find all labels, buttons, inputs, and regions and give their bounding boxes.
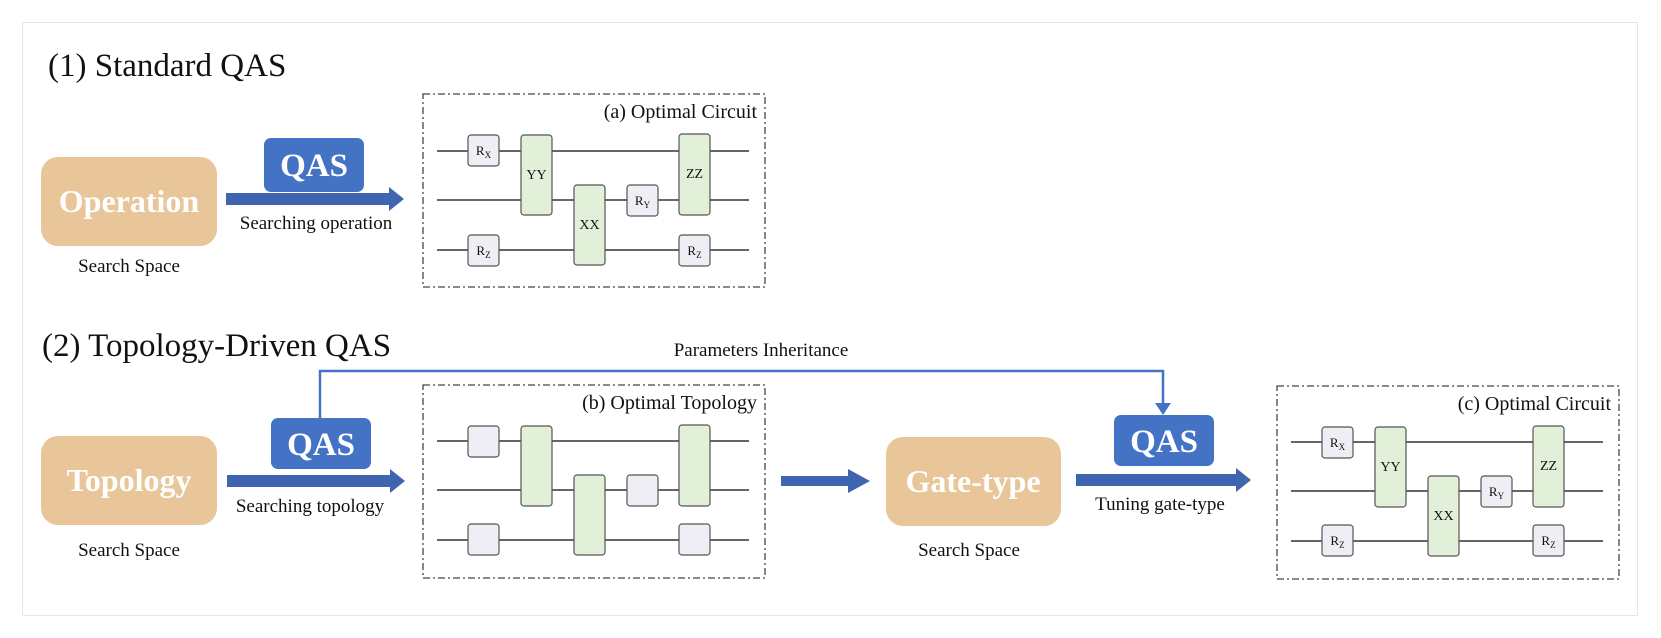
parameters-inheritance: Parameters Inheritance <box>318 340 1171 419</box>
topology-label: Topology <box>66 462 191 498</box>
zz-gate: ZZ <box>1532 425 1565 508</box>
searching-operation-caption: Searching operation <box>240 213 393 234</box>
two-qubit-gate <box>520 425 553 507</box>
rz-gate: RZ <box>467 234 500 267</box>
circuit-b: (b) Optimal Topology <box>422 384 766 579</box>
rz-gate: RZ <box>1532 524 1565 557</box>
yy-gate: YY <box>520 134 553 216</box>
qas-step-operation: QAS Searching operation <box>226 138 404 234</box>
rz-gate: RZ <box>678 234 711 267</box>
svg-text:RZ: RZ <box>476 243 490 260</box>
svg-text:YY: YY <box>1380 460 1400 475</box>
qas-label: QAS <box>287 427 355 463</box>
transfer-arrow <box>781 469 870 493</box>
xx-gate: XX <box>1427 475 1460 557</box>
circuit-b-caption: (b) Optimal Topology <box>582 392 757 414</box>
operation-label: Operation <box>59 183 200 219</box>
svg-text:YY: YY <box>526 168 546 183</box>
operation-box <box>41 157 217 246</box>
search-arrow <box>226 187 404 211</box>
figure-frame <box>22 22 1638 616</box>
single-qubit-gate <box>626 474 659 507</box>
rz-gate: RZ <box>1321 524 1354 557</box>
circuit-c-caption: (c) Optimal Circuit <box>1458 393 1612 415</box>
inheritance-arrowhead <box>1155 403 1171 415</box>
gate-type-search-space: Gate-type Search Space <box>886 437 1061 561</box>
topology-box <box>41 436 217 525</box>
xx-gate: XX <box>573 184 606 266</box>
circuit-a-caption: (a) Optimal Circuit <box>604 101 758 123</box>
qas-box <box>271 418 371 469</box>
ry-gate: RY <box>626 184 659 217</box>
gate-type-caption: Search Space <box>918 540 1020 561</box>
search-arrow <box>1076 468 1251 492</box>
gate-type-box <box>886 437 1061 526</box>
two-qubit-gate <box>678 424 711 507</box>
circuit-c: (c) Optimal Circuit RX YY XX RY ZZ RZ <box>1276 385 1620 580</box>
search-arrow <box>227 469 405 493</box>
svg-text:RZ: RZ <box>1541 533 1555 550</box>
inheritance-label: Parameters Inheritance <box>674 340 849 361</box>
single-qubit-gate <box>467 523 500 556</box>
svg-text:XX: XX <box>1433 509 1453 524</box>
svg-text:RY: RY <box>1489 484 1505 501</box>
single-qubit-gate <box>678 523 711 556</box>
section-title-topology: (2) Topology-Driven QAS <box>42 328 391 364</box>
rx-gate: RX <box>467 134 500 167</box>
searching-topology-caption: Searching topology <box>236 496 385 517</box>
svg-text:RZ: RZ <box>687 243 701 260</box>
rx-gate: RX <box>1321 426 1354 459</box>
topology-search-space: Topology Search Space <box>41 436 217 561</box>
qas-box <box>264 138 364 192</box>
operation-caption: Search Space <box>78 256 180 277</box>
circuit-a: (a) Optimal Circuit RX YY XX RY ZZ RZ <box>422 93 766 288</box>
operation-search-space: Operation Search Space <box>41 157 217 277</box>
gate-type-label: Gate-type <box>905 463 1040 499</box>
yy-gate: YY <box>1374 426 1407 508</box>
qas-label: QAS <box>1130 424 1198 460</box>
svg-text:ZZ: ZZ <box>1540 459 1557 474</box>
svg-text:RZ: RZ <box>1330 533 1344 550</box>
qas-step-gate-type: QAS Tuning gate-type <box>1076 415 1251 515</box>
circuit-b-frame <box>422 384 766 579</box>
two-qubit-gate <box>573 474 606 556</box>
circuit-c-frame <box>1276 385 1620 580</box>
zz-gate: ZZ <box>678 133 711 216</box>
ry-gate: RY <box>1480 475 1513 508</box>
svg-text:ZZ: ZZ <box>686 167 703 182</box>
topology-caption: Search Space <box>78 540 180 561</box>
svg-text:RX: RX <box>476 143 492 160</box>
qas-step-topology: QAS Searching topology <box>227 418 405 517</box>
inheritance-line <box>318 369 1165 419</box>
qas-label: QAS <box>280 148 348 184</box>
svg-text:RX: RX <box>1330 435 1346 452</box>
single-qubit-gate <box>467 425 500 458</box>
circuit-a-frame <box>422 93 766 288</box>
qas-box <box>1114 415 1214 466</box>
svg-text:XX: XX <box>579 218 599 233</box>
tuning-gate-type-caption: Tuning gate-type <box>1095 494 1225 515</box>
svg-text:RY: RY <box>635 193 651 210</box>
section-title-standard: (1) Standard QAS <box>48 48 286 84</box>
